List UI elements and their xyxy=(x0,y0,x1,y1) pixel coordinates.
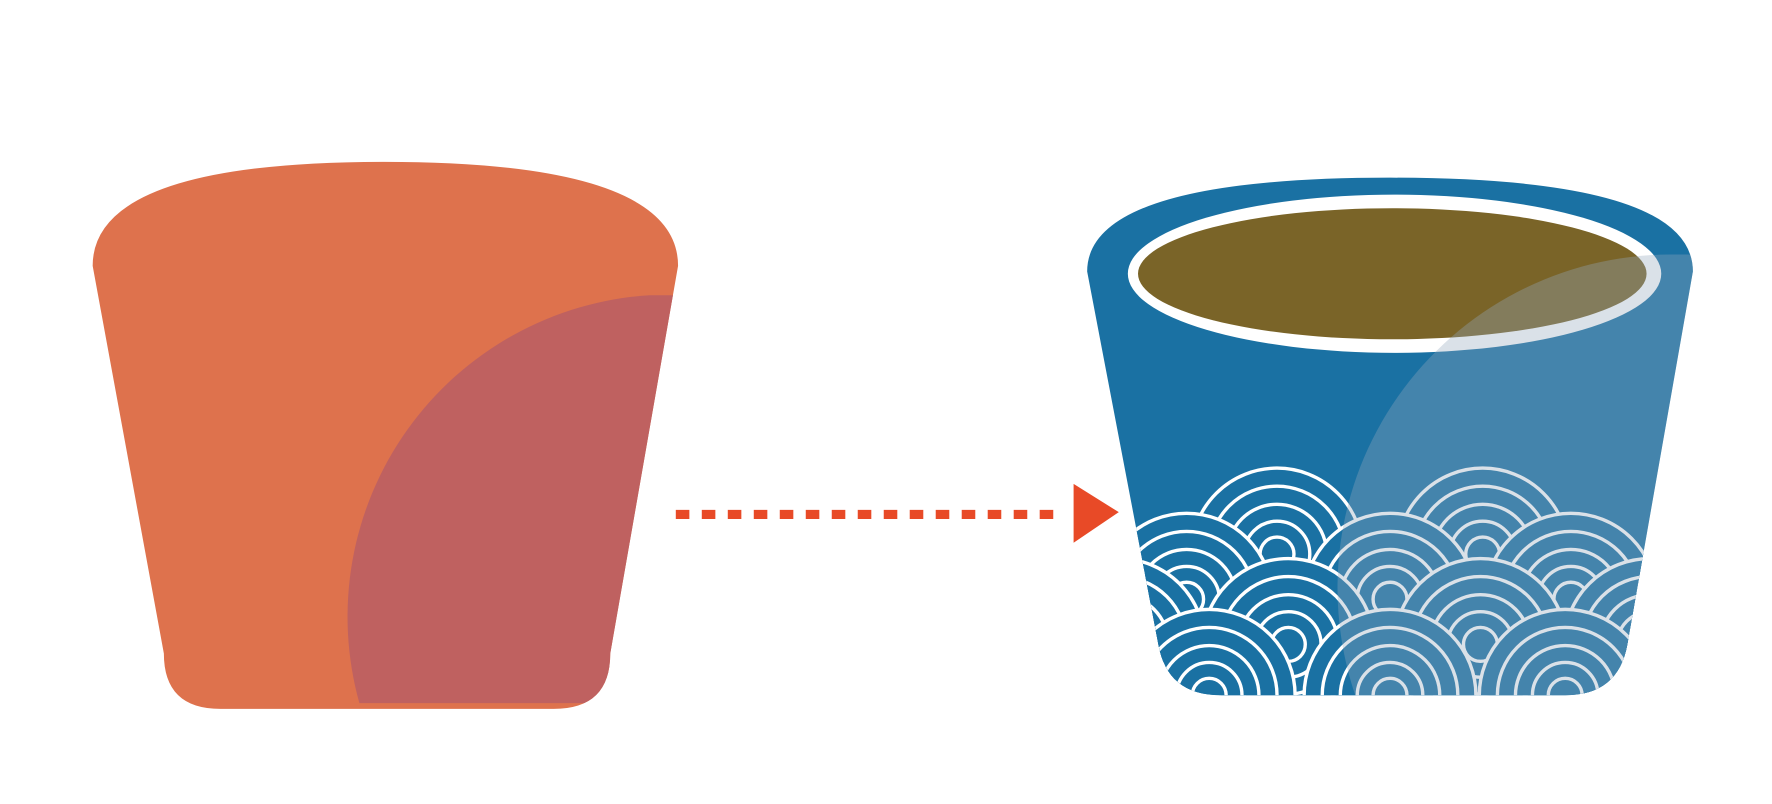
wave-scallop xyxy=(1477,607,1653,696)
wave-scallop xyxy=(1121,607,1297,696)
cup-inside xyxy=(1138,208,1647,340)
plain-cup-shadow xyxy=(347,295,679,704)
transformation-arrow xyxy=(675,483,1119,543)
plain-cup xyxy=(92,161,679,709)
wave-scallop xyxy=(1302,607,1478,696)
decorated-cup-shadow xyxy=(1337,254,1693,696)
decorated-cup xyxy=(1087,177,1693,696)
arrow-head-icon xyxy=(1073,483,1119,543)
